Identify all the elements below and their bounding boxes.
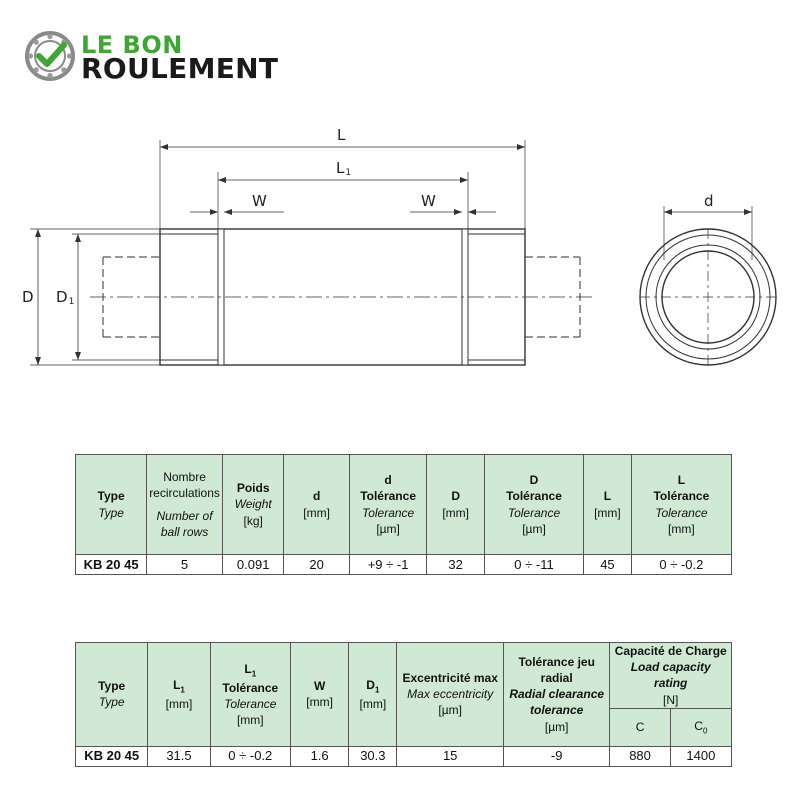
cell-L: 45 bbox=[583, 554, 632, 575]
table-row: KB 20 45 5 0.091 20 +9 ÷ -1 32 0 ÷ -11 4… bbox=[74, 554, 733, 575]
bearing-check-icon bbox=[25, 31, 75, 81]
logo-line2: ROULEMENT bbox=[81, 52, 279, 85]
cell-W: 1.6 bbox=[289, 745, 350, 767]
cell-L-tolerance: 0 ÷ -0.2 bbox=[630, 554, 733, 575]
dim-D1: D1 bbox=[56, 288, 74, 307]
cell-type: KB 20 45 bbox=[74, 745, 149, 767]
cell-L1: 31.5 bbox=[147, 745, 211, 767]
cell-C0: 1400 bbox=[669, 745, 733, 767]
cell-d: 20 bbox=[283, 554, 350, 575]
cell-d-tolerance: +9 ÷ -1 bbox=[348, 554, 428, 575]
cell-D: 32 bbox=[426, 554, 485, 575]
dim-D: D bbox=[22, 288, 34, 306]
cell-type: KB 20 45 bbox=[74, 554, 148, 575]
header-d: d[mm] bbox=[283, 454, 350, 555]
logo-line1: LE BON bbox=[81, 31, 183, 59]
cell-D1: 30.3 bbox=[348, 745, 398, 767]
table-subheader-row: C C0 bbox=[76, 707, 733, 747]
cell-ball-rows: 5 bbox=[146, 554, 223, 575]
table-row: KB 20 45 31.5 0 ÷ -0.2 1.6 30.3 15 -9 88… bbox=[74, 745, 733, 767]
brand-logo: LE BON ROULEMENT bbox=[24, 26, 304, 86]
header-L: L[mm] bbox=[583, 454, 632, 555]
header-D: D[mm] bbox=[426, 454, 485, 555]
dim-L1: L1 bbox=[336, 159, 351, 178]
cell-L1-tolerance: 0 ÷ -0.2 bbox=[209, 745, 291, 767]
cell-eccentricity: 15 bbox=[396, 745, 504, 767]
cell-C: 880 bbox=[609, 745, 671, 767]
bearing-technical-drawing: L L1 W W D D1 d bbox=[22, 126, 777, 366]
header-C0: C0 bbox=[669, 707, 733, 747]
dim-W-right: W bbox=[421, 192, 436, 210]
header-C: C bbox=[609, 707, 671, 747]
dim-d: d bbox=[704, 192, 714, 210]
header-L1: L1[mm] bbox=[147, 642, 211, 747]
cell-weight: 0.091 bbox=[221, 554, 285, 575]
cell-radial-clearance: -9 bbox=[502, 745, 611, 767]
dim-W-left: W bbox=[252, 192, 267, 210]
header-D1: D1[mm] bbox=[348, 642, 398, 747]
cell-D-tolerance: 0 ÷ -11 bbox=[483, 554, 585, 575]
dim-L: L bbox=[337, 126, 346, 144]
header-W: W[mm] bbox=[289, 642, 350, 747]
